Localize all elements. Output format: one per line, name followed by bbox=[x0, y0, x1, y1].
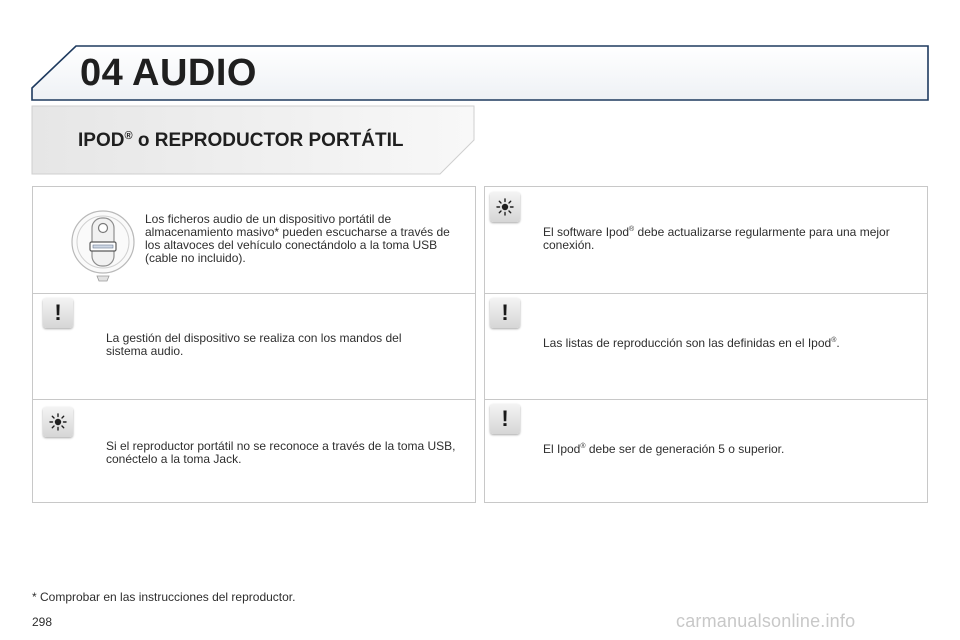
tip-sun-icon bbox=[43, 407, 73, 437]
chapter-number: 04 bbox=[80, 52, 124, 94]
note-text-jack: Si el reproductor portátil no se reconoc… bbox=[106, 439, 456, 466]
section-title: IPOD® o REPRODUCTOR PORTÁTIL bbox=[78, 130, 404, 151]
intro-text: Los ficheros audio de un dispositivo por… bbox=[145, 212, 450, 265]
chapter-title: AUDIO bbox=[132, 52, 257, 94]
sun-glyph-icon bbox=[496, 198, 514, 216]
note-cell-generation bbox=[485, 399, 927, 504]
note-cell-playlists bbox=[485, 293, 927, 399]
note-cell-1 bbox=[33, 293, 475, 399]
tip-sun-icon bbox=[490, 192, 520, 222]
warning-icon: ! bbox=[43, 298, 73, 328]
note-text-generation: El Ipod® debe ser de generación 5 o supe… bbox=[543, 442, 785, 456]
section-tab bbox=[31, 105, 475, 175]
note-text-software: El software Ipod® debe actualizarse regu… bbox=[543, 225, 890, 252]
warning-icon: ! bbox=[490, 404, 520, 434]
note-text-playlists: Las listas de reproducción son las defin… bbox=[543, 336, 840, 350]
page-number: 298 bbox=[32, 615, 53, 629]
chapter-banner bbox=[31, 45, 929, 101]
note-cell-2 bbox=[33, 399, 475, 504]
right-info-panel bbox=[484, 186, 928, 503]
sun-glyph-icon bbox=[49, 413, 67, 431]
footnote: * Comprobar en las instrucciones del rep… bbox=[32, 590, 296, 604]
usb-port-icon bbox=[71, 210, 135, 282]
warning-icon: ! bbox=[490, 298, 520, 328]
note-text-device-control: La gestión del dispositivo se realiza co… bbox=[106, 331, 402, 358]
watermark-text: carmanualsonline.info bbox=[676, 611, 856, 631]
